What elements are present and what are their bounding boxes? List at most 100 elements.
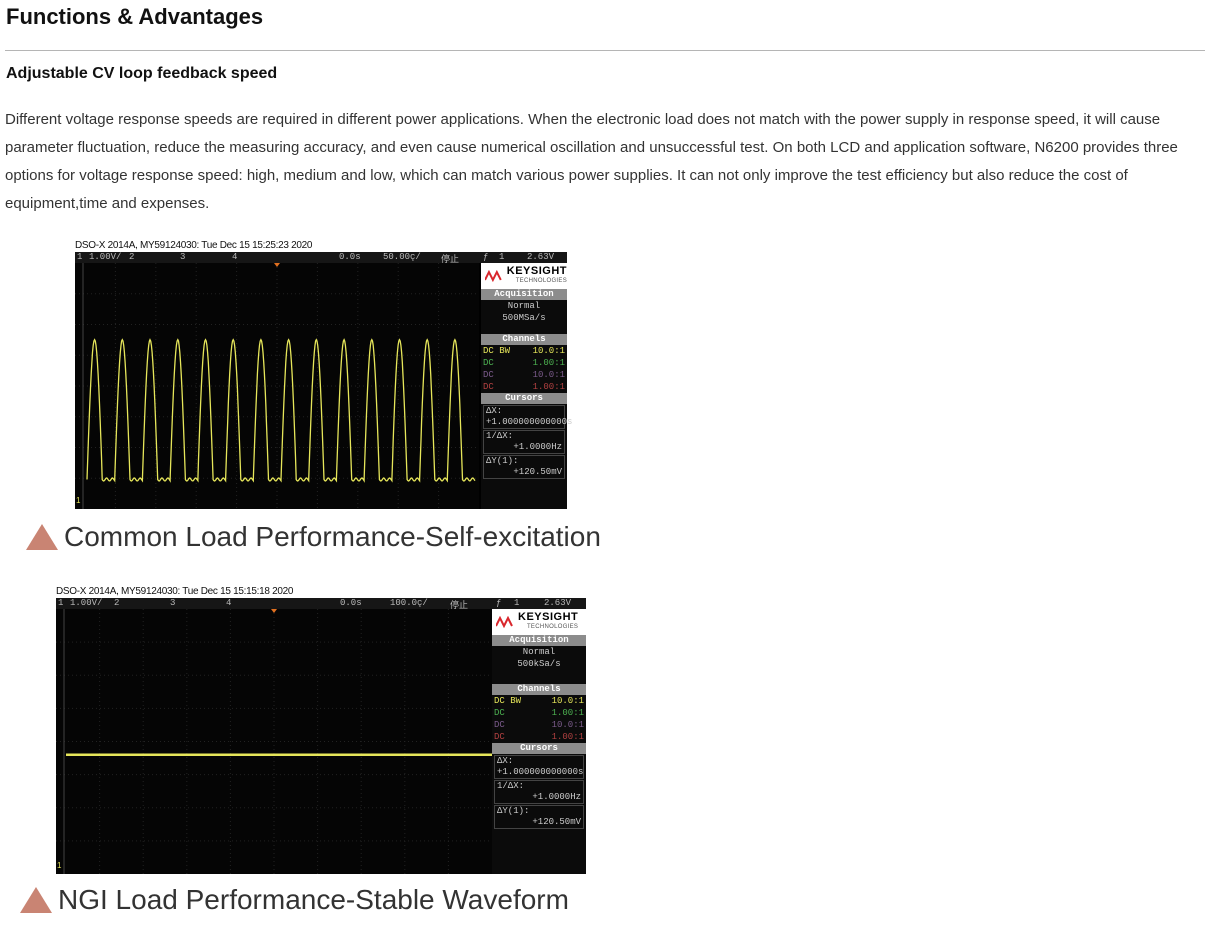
ch4-number: 4	[232, 252, 238, 262]
acquisition-mode: Normal	[522, 647, 556, 657]
channels-header: Channels	[492, 684, 586, 695]
ch1-scale: 1.00V/	[70, 598, 103, 608]
inv-value: +1.0000Hz	[532, 792, 581, 802]
cursor-dx-box: ΔX:+1.000000000000s	[483, 405, 573, 429]
channel-probe: 10.0:1	[551, 696, 584, 706]
cursors-header: Cursors	[481, 393, 567, 404]
ch3-number: 3	[170, 598, 176, 608]
inv-label: 1/ΔX:	[486, 431, 514, 441]
section-title: Functions & Advantages	[6, 4, 264, 29]
run-status: 停止	[450, 601, 469, 611]
triangle-icon	[26, 524, 58, 550]
dx-value: +1.000000000000s	[486, 417, 573, 427]
caption-text: NGI Load Performance-Stable Waveform	[58, 884, 569, 915]
brand-name: KEYSIGHT	[506, 265, 567, 277]
cursor-dy-box: ΔY(1):+120.50mV	[483, 455, 565, 479]
dy-value: +120.50mV	[532, 817, 581, 827]
subsection-title: Adjustable CV loop feedback speed	[6, 65, 278, 82]
dy-value: +120.50mV	[513, 467, 562, 477]
delay: 0.0s	[340, 598, 362, 608]
channel-probe: 1.00:1	[551, 732, 584, 742]
cursor-dy-box: ΔY(1):+120.50mV	[494, 805, 584, 829]
ground-marker-icon: 1	[76, 496, 81, 505]
channel-probe: 10.0:1	[532, 346, 565, 356]
dx-value: +1.000000000000s	[497, 767, 584, 777]
caption-self-excitation: Common Load Performance-Self-excitation	[26, 521, 601, 553]
trigger-channel: 1	[499, 252, 505, 262]
channel-row: DC 1.00:1	[492, 731, 586, 743]
brand-sub: TECHNOLOGIES	[526, 624, 579, 630]
ch1-scale: 1.00V/	[89, 252, 122, 262]
waveform-trace	[86, 338, 476, 483]
waveform-plot: 1	[75, 263, 479, 509]
description-paragraph: Different voltage response speeds are re…	[5, 111, 1178, 212]
dy-label: ΔY(1):	[497, 806, 530, 816]
channel-probe: 10.0:1	[532, 370, 565, 380]
channels-header: Channels	[481, 334, 567, 345]
scope-header: DSO-X 2014A, MY59124030: Tue Dec 15 15:2…	[75, 240, 313, 251]
oscilloscope-image-stable: DSO-X 2014A, MY59124030: Tue Dec 15 15:1…	[56, 586, 586, 874]
run-status: 停止	[441, 255, 460, 265]
caption-stable-waveform: NGI Load Performance-Stable Waveform	[20, 884, 569, 916]
cursor-inv-box: 1/ΔX: +1.0000Hz	[494, 780, 584, 804]
ch2-number: 2	[129, 252, 135, 262]
acquisition-header: Acquisition	[492, 635, 586, 646]
timebase: 100.0ç/	[390, 598, 428, 608]
channel-coupling: DC	[483, 382, 494, 392]
trigger-icon: ƒ	[483, 252, 489, 262]
waveform-grid: 1	[56, 609, 492, 874]
trigger-level: 2.63V	[527, 252, 555, 262]
inv-label: 1/ΔX:	[497, 781, 525, 791]
cursors-header: Cursors	[492, 743, 586, 754]
channel-probe: 1.00:1	[532, 358, 565, 368]
dy-label: ΔY(1):	[486, 456, 519, 466]
channel-row: DC BW 10.0:1	[481, 345, 567, 357]
brand-name: KEYSIGHT	[518, 611, 579, 623]
channel-coupling: DC BW	[483, 346, 511, 356]
channel-coupling: DC	[483, 358, 494, 368]
caption-text: Common Load Performance-Self-excitation	[64, 521, 601, 552]
channel-coupling: DC	[494, 732, 505, 742]
ch1-number: 1	[77, 252, 83, 262]
acquisition-rate: 500kSa/s	[517, 659, 561, 669]
cursor-inv-box: 1/ΔX:+1.0000Hz	[483, 430, 565, 454]
ch2-number: 2	[114, 598, 120, 608]
channel-probe: 10.0:1	[551, 720, 584, 730]
scope-topbar: 1 1.00V/ 2 3 4 0.0s 50.00ç/ 停止 ƒ 1 2.63V	[75, 252, 567, 265]
waveform-plot: 1	[56, 609, 492, 874]
waveform-grid: 1	[75, 263, 479, 509]
inv-value: +1.0000Hz	[513, 442, 562, 452]
acquisition-rate: 500MSa/s	[502, 313, 546, 323]
timebase: 50.00ç/	[383, 252, 421, 262]
acquisition-header: Acquisition	[481, 289, 567, 300]
channel-coupling: DC	[483, 370, 494, 380]
channel-row: DC BW 10.0:1	[492, 695, 586, 707]
channel-row: DC 10.0:1	[481, 369, 567, 381]
keysight-wave-icon	[485, 270, 502, 282]
trigger-marker-icon	[274, 263, 280, 267]
scope-header: DSO-X 2014A, MY59124030: Tue Dec 15 15:1…	[56, 586, 294, 597]
trigger-icon: ƒ	[496, 598, 502, 608]
trigger-channel: 1	[514, 598, 520, 608]
scope-topbar: 1 1.00V/ 2 3 4 0.0s 100.0ç/ 停止 ƒ 1 2.63V	[56, 598, 586, 611]
channel-coupling: DC BW	[494, 696, 522, 706]
ch1-number: 1	[58, 598, 64, 608]
channel-coupling: DC	[494, 708, 505, 718]
triangle-icon	[20, 887, 52, 913]
ground-marker-icon: 1	[57, 861, 62, 870]
trigger-level: 2.63V	[544, 598, 572, 608]
delay: 0.0s	[339, 252, 361, 262]
ch4-number: 4	[226, 598, 232, 608]
keysight-wave-icon	[496, 616, 513, 628]
dx-label: ΔX:	[497, 756, 514, 766]
ch3-number: 3	[180, 252, 186, 262]
channel-row: DC 1.00:1	[481, 357, 567, 369]
